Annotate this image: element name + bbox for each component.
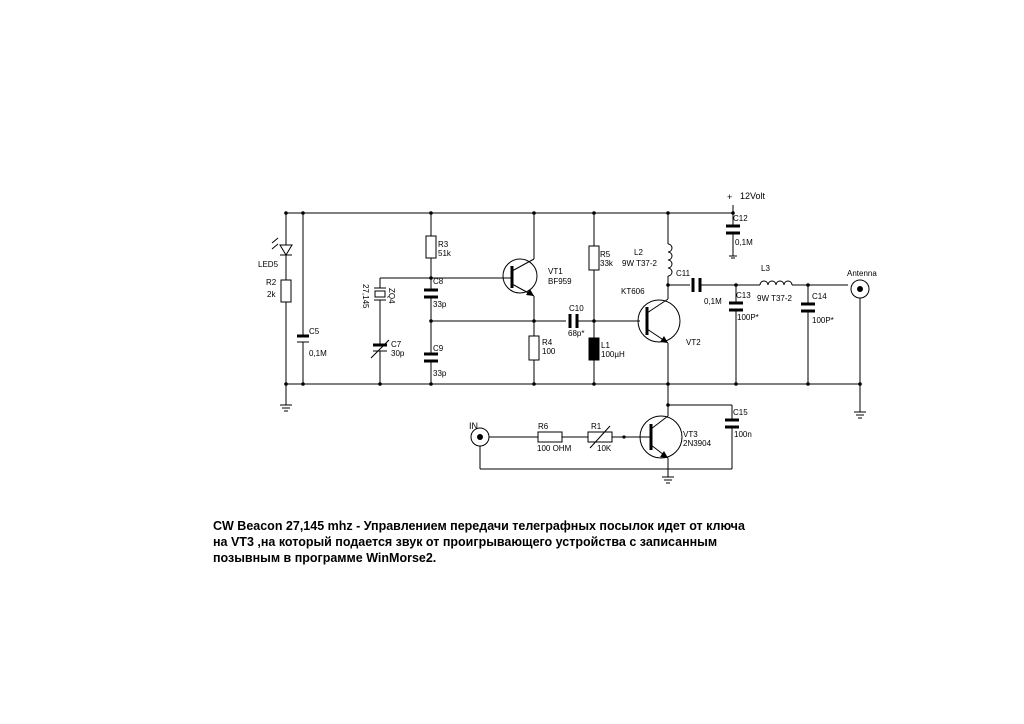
zq4-value: 27,145 xyxy=(361,284,370,309)
r5-l1-branch: R5 33k L1 100µH xyxy=(588,213,625,384)
zq4-crystal-icon xyxy=(374,290,386,298)
r1-variable-arrow-icon xyxy=(589,425,611,449)
c10-value: 68p* xyxy=(568,329,584,338)
c13-value: 100P* xyxy=(737,313,759,322)
l2-coil-icon xyxy=(667,243,673,277)
l3-coil-icon xyxy=(759,280,793,286)
vt1-transistor-icon xyxy=(502,258,538,294)
r2-value: 2k xyxy=(267,290,276,299)
c15-ref: C15 xyxy=(733,408,748,417)
l1-ref: L1 xyxy=(601,341,610,350)
c8-c9-divider: C8 33p C9 33p xyxy=(424,277,566,384)
l2-branch: L2 9W T37-2 xyxy=(622,213,690,286)
r1-value: 10K xyxy=(597,444,612,453)
c5-value: 0,1M xyxy=(309,349,327,358)
vt2-ref: VT2 xyxy=(686,338,701,347)
led5-diode-icon xyxy=(279,244,293,256)
r2-ref: R2 xyxy=(266,278,277,287)
vt3-ref: VT3 xyxy=(683,430,698,439)
l2-value: 9W T37-2 xyxy=(622,259,658,268)
vt3-value: 2N3904 xyxy=(683,439,712,448)
r3-value: 51k xyxy=(438,249,452,258)
l1-inductor-icon xyxy=(588,337,600,361)
r6-ref: R6 xyxy=(538,422,549,431)
vt1-value: BF959 xyxy=(548,277,572,286)
c15-value: 100n xyxy=(734,430,752,439)
vt3-key-stage: C15 100n VT3 2N3904 xyxy=(480,384,752,484)
zq4-ref: ZQ4 xyxy=(387,288,396,304)
c7-value: 30p xyxy=(391,349,405,358)
c7-ref: C7 xyxy=(391,340,402,349)
r5-resistor-icon xyxy=(588,245,600,271)
r1-ref: R1 xyxy=(591,422,602,431)
r5-ref: R5 xyxy=(600,250,611,259)
c5-ref: C5 xyxy=(309,327,320,336)
l3-branch: L3 9W T37-2 xyxy=(757,264,848,303)
c12-decoupling: C12 0,1M xyxy=(726,213,753,259)
c13-ref: C13 xyxy=(736,291,751,300)
c7-trimmer-icon xyxy=(370,339,390,359)
c14-shunt: C14 100P* xyxy=(801,285,834,384)
c9-ref: C9 xyxy=(433,344,444,353)
vt1-transistor: VT1 BF959 R4 100 xyxy=(502,213,572,384)
caption-line-3: позывным в программе WinMorse2. xyxy=(213,551,437,565)
c8-value: 33p xyxy=(433,300,447,309)
vt2-transistor-icon xyxy=(637,299,681,343)
r4-resistor-icon xyxy=(528,335,540,361)
crystal-branch: 27,145 ZQ4 C7 30p xyxy=(361,277,503,384)
c14-ref: C14 xyxy=(812,292,827,301)
led5-branch: LED5 R2 2k xyxy=(258,213,293,384)
r4-value: 100 xyxy=(542,347,556,356)
c12-ref: C12 xyxy=(733,214,748,223)
r5-value: 33k xyxy=(600,259,614,268)
r3-ref: R3 xyxy=(438,240,449,249)
vt1-ref: VT1 xyxy=(548,267,563,276)
l2-ref: L2 xyxy=(634,248,643,257)
l3-ref: L3 xyxy=(761,264,770,273)
r2-resistor-icon xyxy=(280,279,292,303)
c11-ref: C11 xyxy=(676,269,691,278)
description-caption: CW Beacon 27,145 mhz - Управлением перед… xyxy=(213,518,813,566)
led5-ref: LED5 xyxy=(258,260,279,269)
caption-line-2: на VT3 ,на который подается звук от прои… xyxy=(213,535,718,549)
c14-value: 100P* xyxy=(812,316,834,325)
r3-resistor-icon xyxy=(425,235,437,259)
vt2-value: KT606 xyxy=(621,287,645,296)
l3-value: 9W T37-2 xyxy=(757,294,793,303)
c12-value: 0,1M xyxy=(735,238,753,247)
supply-voltage-label: 12Volt xyxy=(740,191,766,201)
antenna-connector: Antenna xyxy=(847,269,877,419)
vt2-transistor: KT606 VT2 xyxy=(621,285,701,384)
c9-value: 33p xyxy=(433,369,447,378)
l1-value: 100µH xyxy=(601,350,625,359)
c10-ref: C10 xyxy=(569,304,584,313)
c5-branch: C5 0,1M xyxy=(297,213,327,384)
r6-value: 100 OHM xyxy=(537,444,572,453)
r6-resistor-icon xyxy=(537,431,563,443)
r4-ref: R4 xyxy=(542,338,553,347)
input-label: IN xyxy=(469,421,478,431)
r3-branch: R3 51k xyxy=(425,213,452,278)
caption-line-1: CW Beacon 27,145 mhz - Управлением перед… xyxy=(213,519,745,533)
plus-sign: + xyxy=(727,192,732,202)
c8-ref: C8 xyxy=(433,277,444,286)
antenna-label: Antenna xyxy=(847,269,877,278)
c10-coupling: C10 68p* xyxy=(568,304,640,338)
supply-rail: + 12Volt xyxy=(286,191,766,214)
c11-value: 0,1M xyxy=(704,297,722,306)
junction-dots xyxy=(284,211,862,407)
c13-shunt: C13 100P* xyxy=(729,285,759,384)
ground-rail xyxy=(280,383,860,412)
c11-coupling: C11 0,1M xyxy=(676,269,760,306)
input-network: IN R6 100 OHM R1 10K xyxy=(469,421,651,469)
